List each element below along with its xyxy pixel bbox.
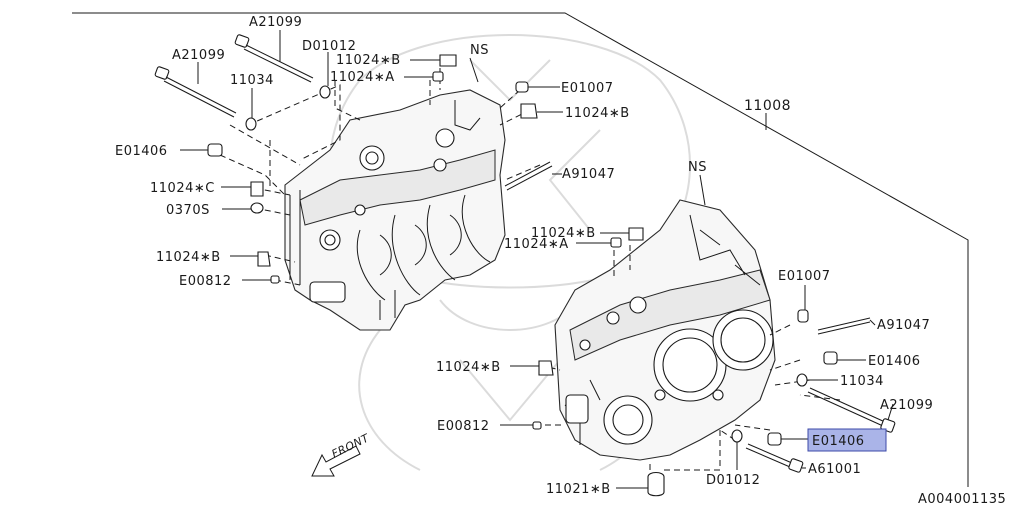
plug-11024b-right-top bbox=[520, 103, 538, 119]
plug-11024b-mid bbox=[628, 227, 644, 241]
plug-11024c bbox=[250, 181, 264, 197]
callout-a91047-top[interactable]: A91047 bbox=[562, 167, 615, 182]
callout-11024b-left[interactable]: 11024∗B bbox=[156, 250, 221, 265]
dowel-e01406-right bbox=[823, 351, 838, 365]
callout-a21099-right[interactable]: A21099 bbox=[880, 398, 933, 413]
callout-ns-left[interactable]: NS bbox=[470, 43, 489, 58]
gasket-0370s bbox=[250, 202, 264, 214]
callout-e00812-low[interactable]: E00812 bbox=[437, 419, 490, 434]
plug-11024b-low bbox=[538, 360, 554, 376]
callout-e01406-highlighted[interactable]: E01406 bbox=[812, 434, 865, 449]
plug-11024b-top bbox=[439, 54, 457, 67]
stud-a91047-right bbox=[817, 317, 871, 335]
callout-0370s[interactable]: 0370S bbox=[166, 203, 210, 218]
leader-lines bbox=[180, 30, 894, 489]
callout-11024a-mid[interactable]: 11024∗A bbox=[504, 237, 569, 252]
bolt-11024a-mid bbox=[610, 237, 622, 248]
callout-e01406-right[interactable]: E01406 bbox=[868, 354, 921, 369]
callout-e01406-left[interactable]: E01406 bbox=[115, 144, 168, 159]
callout-11034-right[interactable]: 11034 bbox=[840, 374, 884, 389]
callout-11024b-right-top[interactable]: 11024∗B bbox=[565, 106, 630, 121]
pin-e00812-low bbox=[532, 421, 542, 430]
callout-a21099-left[interactable]: A21099 bbox=[172, 48, 225, 63]
front-direction-arrow: FRONT bbox=[311, 431, 372, 477]
callout-e00812-left[interactable]: E00812 bbox=[179, 274, 232, 289]
washer-11034-left bbox=[245, 117, 257, 131]
stud-a91047-top bbox=[504, 161, 553, 191]
dowel-e01406-highlighted bbox=[767, 432, 782, 446]
pin-e00812-left bbox=[270, 275, 280, 284]
dowel-e01406-left bbox=[207, 143, 223, 157]
callout-11008[interactable]: 11008 bbox=[744, 98, 791, 114]
callout-labels[interactable]: A21099 D01012 A21099 11024∗B NS 11024∗A … bbox=[115, 15, 1006, 507]
callout-d01012-top[interactable]: D01012 bbox=[302, 39, 356, 54]
callout-11024b-low[interactable]: 11024∗B bbox=[436, 360, 501, 375]
callout-11034-left[interactable]: 11034 bbox=[230, 73, 274, 88]
callout-ns-right[interactable]: NS bbox=[688, 160, 707, 175]
callout-e01007-right[interactable]: E01007 bbox=[778, 269, 831, 284]
right-cylinder-block bbox=[554, 199, 776, 461]
right-small-parts bbox=[532, 227, 896, 497]
callout-a61001[interactable]: A61001 bbox=[808, 462, 861, 477]
plug-11024b-left bbox=[257, 251, 271, 267]
front-label: FRONT bbox=[330, 431, 372, 461]
left-cylinder-block bbox=[284, 89, 506, 331]
callout-11024b-top[interactable]: 11024∗B bbox=[336, 53, 401, 68]
washer-d01012-low bbox=[731, 429, 743, 443]
highlight-box bbox=[807, 428, 887, 452]
bolt-a21099-right bbox=[807, 387, 896, 433]
callout-d01012-low[interactable]: D01012 bbox=[706, 473, 760, 488]
bolt-11024a-top bbox=[432, 71, 444, 82]
bolt-a61001 bbox=[745, 443, 804, 473]
callout-11024a-top[interactable]: 11024∗A bbox=[330, 70, 395, 85]
plug-11021b bbox=[647, 471, 665, 497]
left-small-parts bbox=[154, 34, 553, 284]
callout-11024c[interactable]: 11024∗C bbox=[150, 181, 215, 196]
bolt-a21099-left bbox=[154, 66, 237, 118]
callout-a91047-right[interactable]: A91047 bbox=[877, 318, 930, 333]
callout-e01007-top[interactable]: E01007 bbox=[561, 81, 614, 96]
callout-11021b[interactable]: 11021∗B bbox=[546, 482, 611, 497]
callout-a21099-top[interactable]: A21099 bbox=[249, 15, 302, 30]
washer-d01012-top bbox=[319, 85, 331, 99]
callout-11024b-mid[interactable]: 11024∗B bbox=[531, 226, 596, 241]
figure-id: A004001135 bbox=[918, 492, 1006, 507]
dowel-e01007-right bbox=[797, 309, 809, 323]
dowel-e01007-top bbox=[515, 81, 529, 93]
washer-11034-right bbox=[796, 373, 808, 387]
